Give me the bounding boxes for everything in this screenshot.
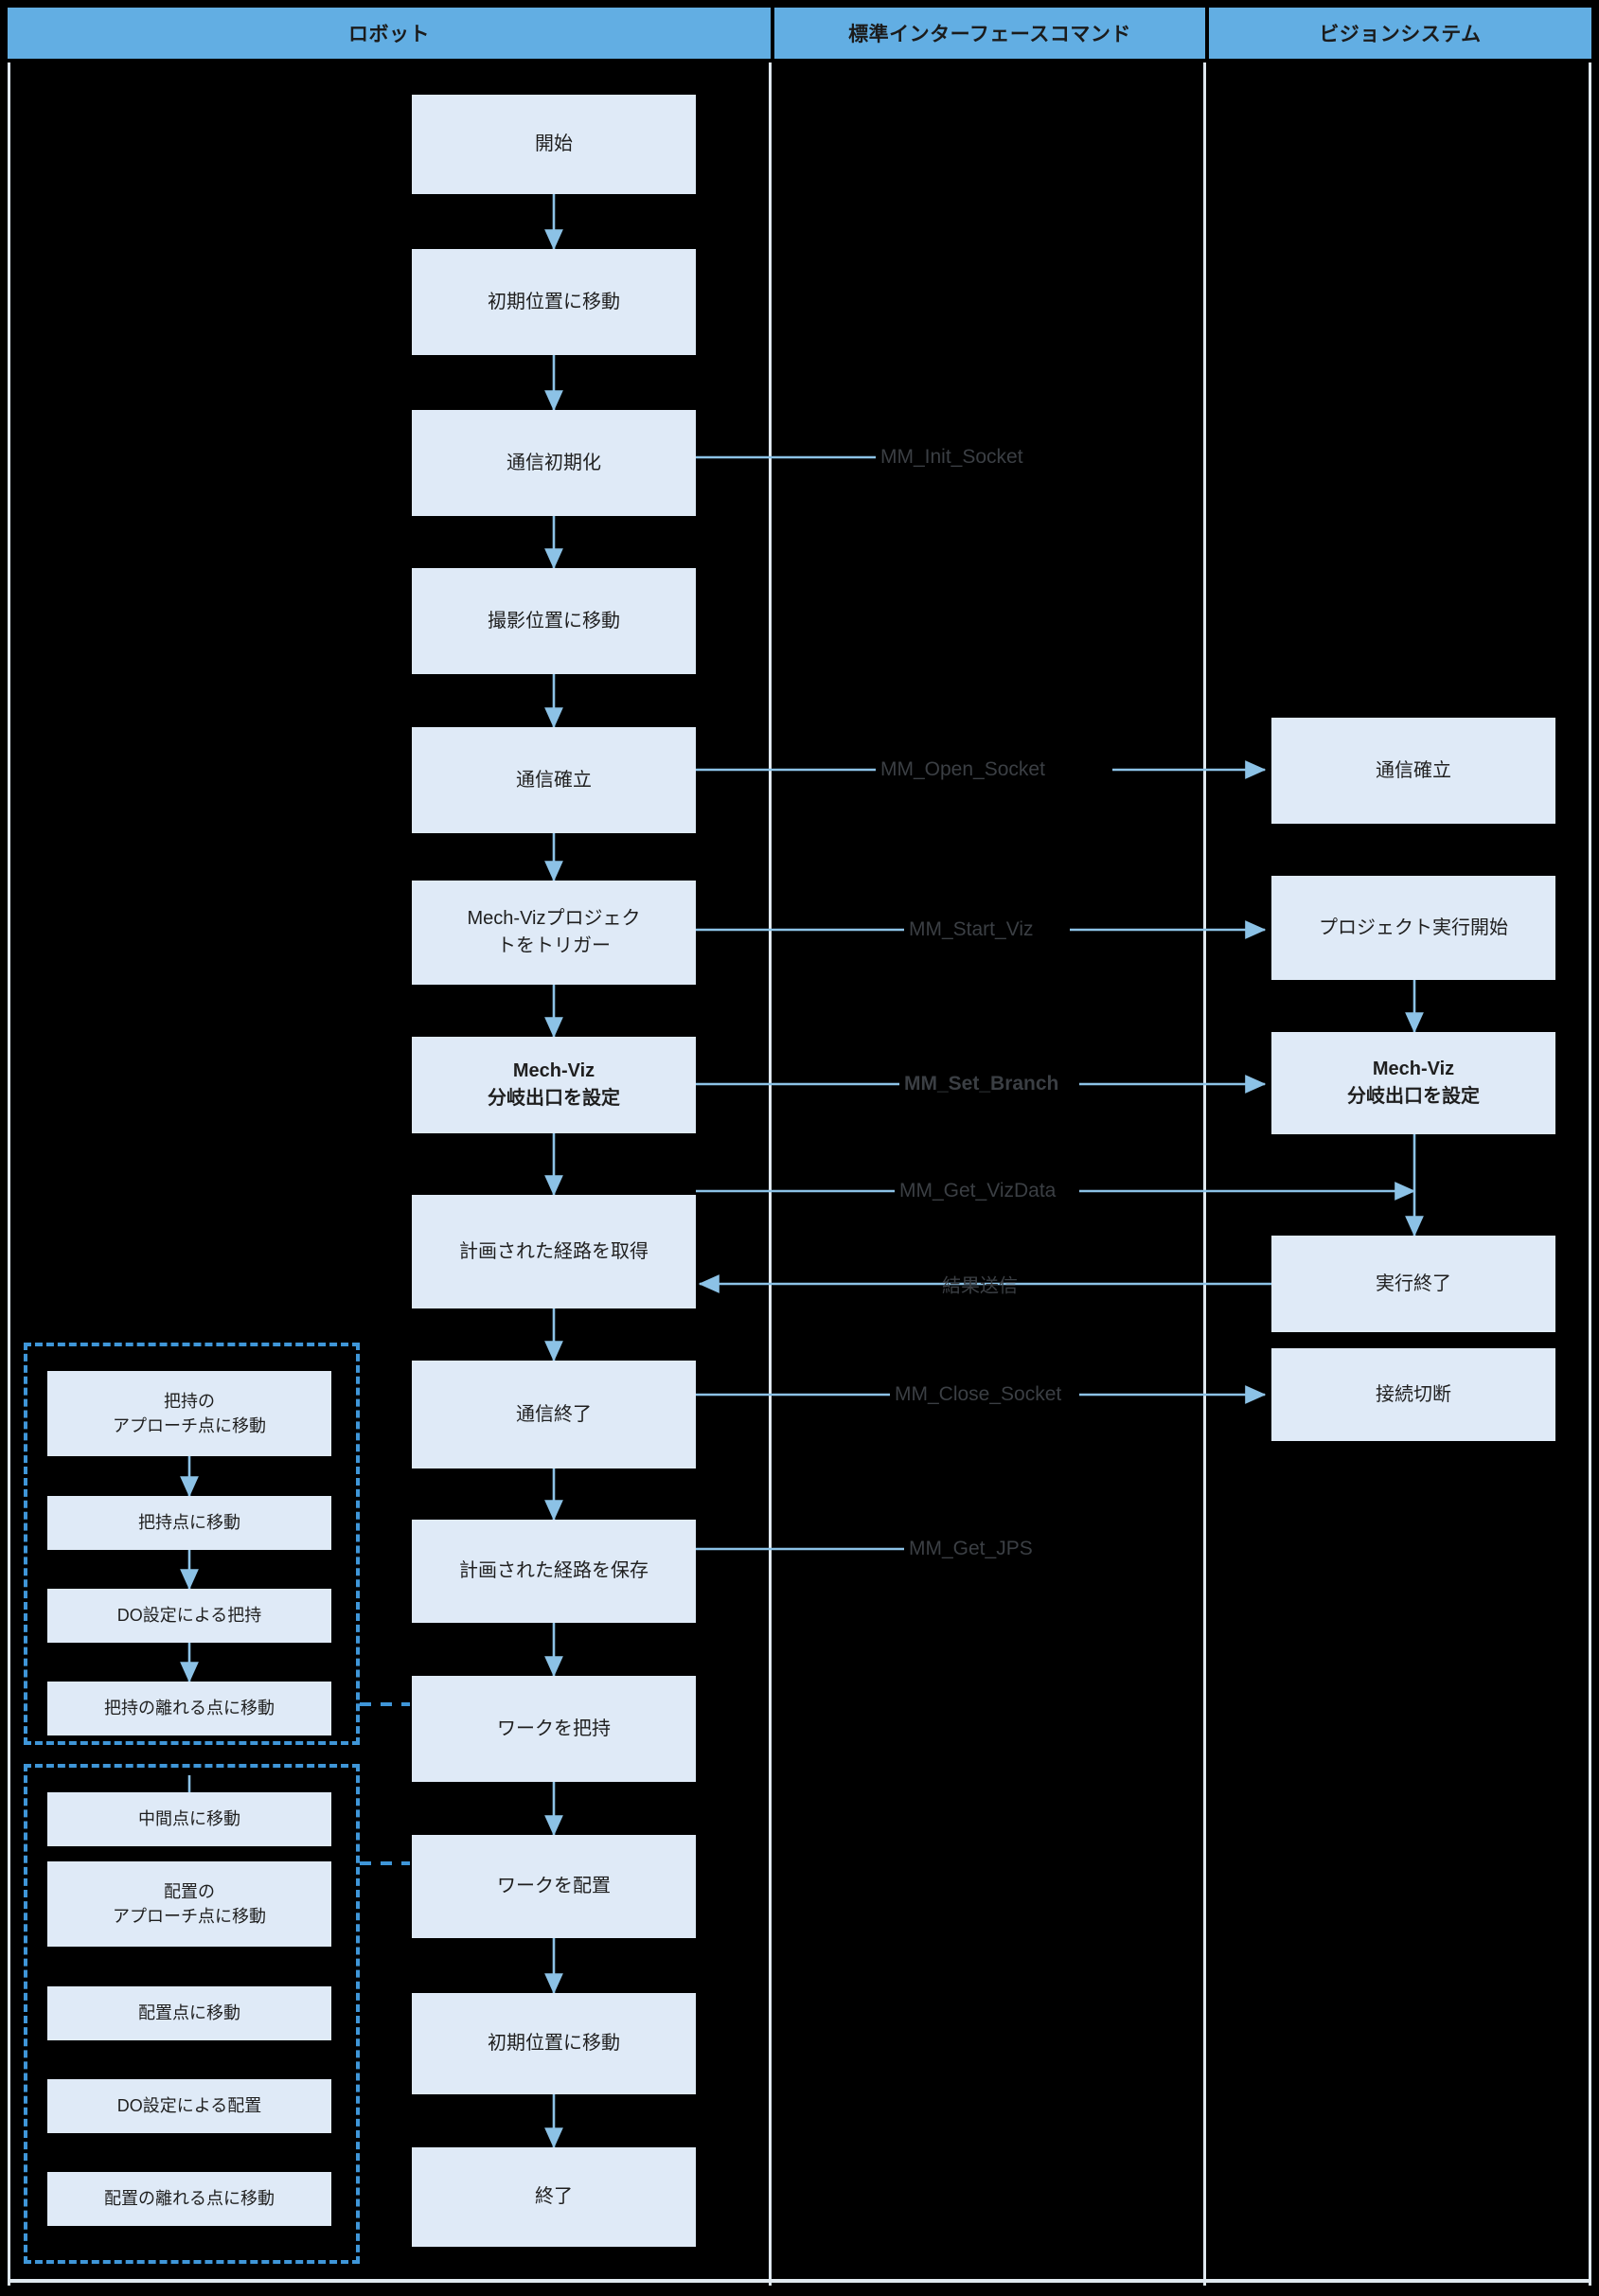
node-start-line-0: 開始 (535, 133, 573, 154)
command-mm-init-socket: MM_Init_Socket (880, 446, 1023, 468)
node-pick-point-line-0: 把持点に移動 (138, 1513, 240, 1533)
node-place-point-line-0: 配置点に移動 (138, 2003, 240, 2023)
node-trigger-viz[interactable]: Mech-Vizプロジェク トをトリガー (412, 881, 696, 985)
command-mm-open-socket: MM_Open_Socket (880, 758, 1045, 780)
node-vision-set-branch-line-1: 分岐出口を設定 (1347, 1086, 1480, 1107)
lane-header-robot: ロボット (8, 8, 771, 59)
node-place-departure[interactable]: 配置の離れる点に移動 (47, 2172, 331, 2226)
node-start[interactable]: 開始 (412, 95, 696, 194)
command-mm-get-jps: MM_Get_JPS (909, 1538, 1033, 1559)
command-mm-start-viz: MM_Start_Viz (909, 918, 1034, 940)
command-mm-get-vizdata: MM_Get_VizData (899, 1180, 1057, 1201)
lane-divider-interface-vision (1203, 62, 1206, 2286)
node-waypoint[interactable]: 中間点に移動 (47, 1792, 331, 1846)
lane-edge-left (8, 62, 10, 2286)
node-place-departure-line-0: 配置の離れる点に移動 (104, 2189, 275, 2209)
lane-header-vision-label: ビジョンシステム (1319, 24, 1482, 45)
node-pick-departure[interactable]: 把持の離れる点に移動 (47, 1682, 331, 1735)
command-mm-close-socket: MM_Close_Socket (895, 1383, 1062, 1405)
node-vision-disconnect-line-0: 接続切断 (1376, 1383, 1451, 1405)
lane-header-interface: 標準インターフェースコマンド (774, 8, 1205, 59)
node-vision-project-start[interactable]: プロジェクト実行開始 (1271, 876, 1555, 980)
node-pick-point[interactable]: 把持点に移動 (47, 1496, 331, 1550)
node-save-path[interactable]: 計画された経路を保存 (412, 1520, 696, 1623)
node-place-approach-line-1: アプローチ点に移動 (113, 1907, 266, 1926)
node-waypoint-line-0: 中間点に移動 (138, 1809, 240, 1829)
node-place-point[interactable]: 配置点に移動 (47, 1986, 331, 2040)
group-pick-sequence (24, 1343, 360, 1745)
node-vision-project-start-line-0: プロジェクト実行開始 (1319, 917, 1508, 938)
node-init-comm[interactable]: 通信初期化 (412, 410, 696, 516)
node-pick-work[interactable]: ワークを把持 (412, 1676, 696, 1782)
node-move-home-1[interactable]: 初期位置に移動 (412, 249, 696, 355)
lane-header-robot-label: ロボット (348, 24, 430, 45)
node-close-comm-line-0: 通信終了 (516, 1403, 592, 1425)
node-close-comm[interactable]: 通信終了 (412, 1361, 696, 1468)
node-vision-exec-end-line-0: 実行終了 (1376, 1273, 1451, 1294)
node-pick-work-line-0: ワークを把持 (497, 1718, 611, 1739)
group-place-sequence (24, 1764, 360, 2264)
node-move-capture[interactable]: 撮影位置に移動 (412, 568, 696, 674)
node-place-approach[interactable]: 配置の アプローチ点に移動 (47, 1861, 331, 1947)
node-vision-open-comm-line-0: 通信確立 (1376, 759, 1451, 781)
command-mm-set-branch: MM_Set_Branch (904, 1073, 1059, 1095)
node-vision-set-branch[interactable]: Mech-Viz 分岐出口を設定 (1271, 1032, 1555, 1134)
node-place-work[interactable]: ワークを配置 (412, 1835, 696, 1938)
node-pick-approach-line-1: アプローチ点に移動 (113, 1416, 266, 1435)
node-open-comm-line-0: 通信確立 (516, 769, 592, 791)
node-move-home-2[interactable]: 初期位置に移動 (412, 1993, 696, 2094)
node-trigger-viz-line-1: トをトリガー (497, 935, 611, 956)
node-open-comm[interactable]: 通信確立 (412, 727, 696, 833)
lane-header-vision: ビジョンシステム (1209, 8, 1591, 59)
node-move-capture-line-0: 撮影位置に移動 (488, 610, 620, 632)
lane-divider-robot-interface (769, 62, 772, 2286)
node-pick-approach[interactable]: 把持の アプローチ点に移動 (47, 1371, 331, 1456)
node-vision-disconnect[interactable]: 接続切断 (1271, 1348, 1555, 1441)
node-pick-departure-line-0: 把持の離れる点に移動 (104, 1699, 275, 1718)
node-end-line-0: 終了 (535, 2186, 573, 2207)
node-vision-set-branch-line-0: Mech-Viz (1372, 1059, 1455, 1079)
node-end[interactable]: 終了 (412, 2147, 696, 2247)
node-place-approach-line-0: 配置の (164, 1881, 215, 1901)
node-pick-do-line-0: DO設定による把持 (116, 1606, 262, 1626)
swimlane-body-frame (8, 62, 1591, 2283)
lane-edge-right (1589, 62, 1591, 2286)
node-place-do-line-0: DO設定による配置 (116, 2096, 262, 2116)
node-place-work-line-0: ワークを配置 (497, 1876, 611, 1896)
node-pick-do[interactable]: DO設定による把持 (47, 1589, 331, 1643)
node-set-branch[interactable]: Mech-Viz 分岐出口を設定 (412, 1037, 696, 1133)
swimlane-header-row: ロボット 標準インターフェースコマンド ビジョンシステム (8, 8, 1591, 59)
node-trigger-viz-line-0: Mech-Vizプロジェク (467, 908, 641, 929)
node-pick-approach-line-0: 把持の (164, 1391, 215, 1411)
node-place-do[interactable]: DO設定による配置 (47, 2079, 331, 2133)
node-vision-open-comm[interactable]: 通信確立 (1271, 718, 1555, 824)
node-set-branch-line-0: Mech-Viz (512, 1060, 595, 1081)
lane-header-interface-label: 標準インターフェースコマンド (848, 24, 1131, 45)
node-move-home-2-line-0: 初期位置に移動 (488, 2033, 620, 2054)
node-save-path-line-0: 計画された経路を保存 (459, 1560, 648, 1581)
node-init-comm-line-0: 通信初期化 (506, 452, 601, 473)
node-set-branch-line-1: 分岐出口を設定 (488, 1088, 620, 1109)
node-move-home-1-line-0: 初期位置に移動 (488, 291, 620, 312)
command-send-result: 結果送信 (942, 1275, 1018, 1297)
node-get-path-line-0: 計画された経路を取得 (459, 1240, 648, 1262)
node-get-path[interactable]: 計画された経路を取得 (412, 1195, 696, 1308)
node-vision-exec-end[interactable]: 実行終了 (1271, 1236, 1555, 1332)
